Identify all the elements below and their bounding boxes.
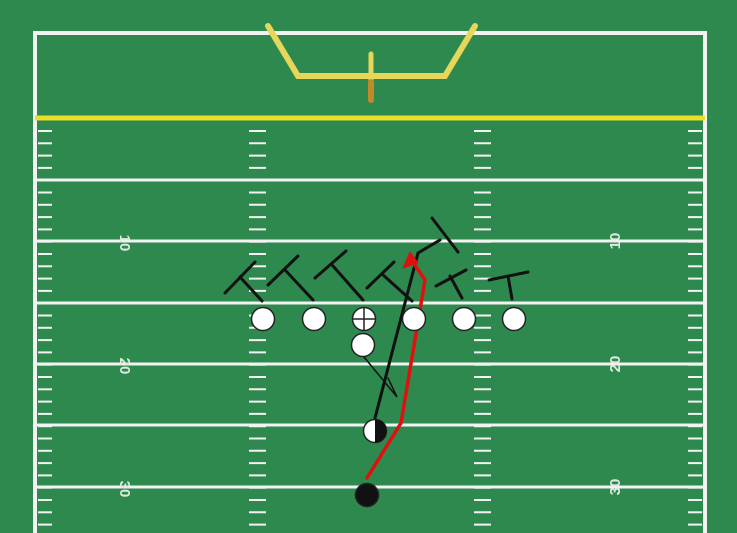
yard-number: 10 (607, 233, 624, 250)
block-mark (487, 270, 530, 301)
fullback-motion-line (363, 356, 398, 398)
yard-number: 20 (116, 358, 133, 375)
lead-route-line (373, 238, 442, 420)
block-mark (313, 249, 365, 302)
offensive-formation (250, 306, 527, 508)
lead-block-route (363, 216, 460, 420)
player-ball-carrier (354, 482, 380, 508)
player-left-tackle (250, 306, 276, 332)
yard-number: 20 (607, 356, 624, 373)
yard-number: 30 (607, 479, 624, 496)
player-right-guard (401, 306, 427, 332)
goalpost-icon (265, 23, 478, 103)
player-fullback (350, 332, 376, 358)
ball-carrier-route-line (365, 256, 427, 480)
yard-numbers-left: 10 20 30 (116, 235, 133, 498)
block-mark (434, 268, 468, 300)
yard-numbers-right: 10 20 30 (607, 233, 624, 496)
hash-marks (38, 130, 702, 526)
yard-number: 30 (116, 481, 133, 498)
player-halfback (362, 418, 388, 444)
route-arrowhead-icon (402, 251, 419, 269)
block-mark (266, 254, 315, 302)
player-tight-end (501, 306, 527, 332)
yard-number: 10 (116, 235, 133, 252)
field-boundary (33, 31, 707, 533)
player-center (351, 306, 377, 332)
block-mark (223, 260, 264, 303)
player-left-guard (301, 306, 327, 332)
ball-carrier-route (365, 251, 427, 480)
lead-route-end-bar (430, 216, 460, 254)
player-right-tackle (451, 306, 477, 332)
